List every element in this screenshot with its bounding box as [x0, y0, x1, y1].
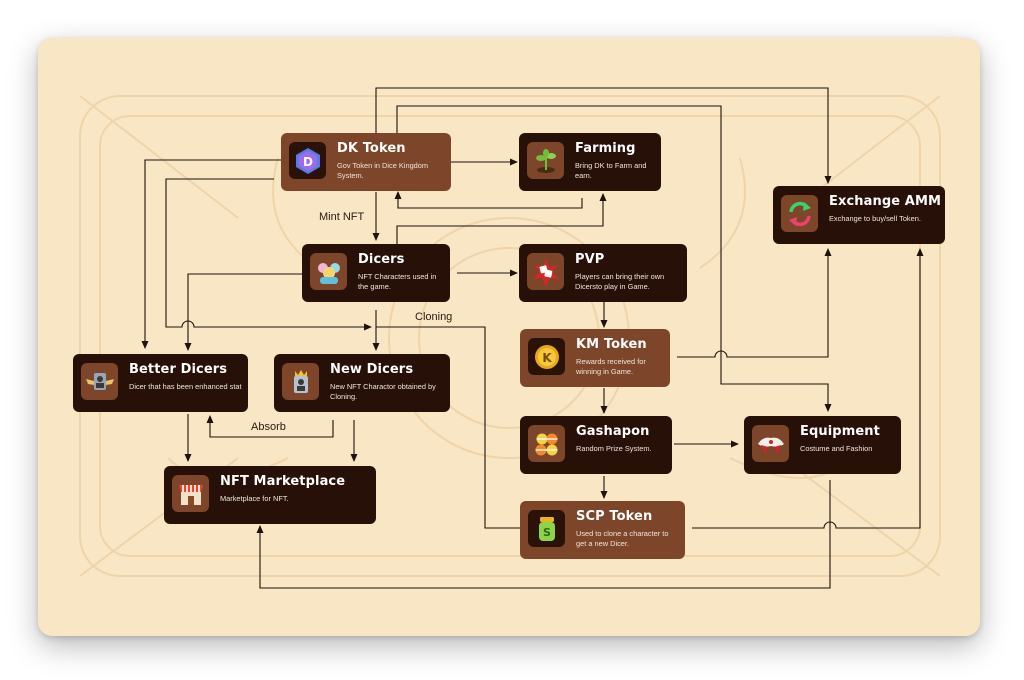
edge-km-exchange [677, 248, 832, 358]
dicers-desc: NFT Characters used in the game. [358, 272, 437, 291]
edge-equipment-marketplace [256, 480, 831, 589]
scp-token-title: SCP Token [576, 509, 653, 524]
gashapon-desc: Random Prize System. [576, 444, 652, 453]
scp-jar-icon: S [528, 510, 565, 547]
storefront-icon [172, 475, 209, 512]
better-dicers-desc: Dicer that has been enhanced stat [129, 382, 242, 391]
equipment-desc: Costume and Fashion [800, 444, 873, 453]
connector-lines [141, 87, 924, 589]
km-token-desc: Rewards received for winning in Game. [576, 357, 646, 376]
dk-token-title: DK Token [337, 141, 406, 156]
pvp-desc: Players can bring their own Dicersto pla… [575, 272, 665, 291]
svg-text:K: K [542, 351, 552, 365]
svg-text:S: S [543, 526, 551, 539]
cloning-label: Cloning [415, 311, 453, 323]
edge-dk-better [141, 159, 281, 349]
better-dicers-title: Better Dicers [129, 362, 228, 377]
dk-token-coin-icon: D [289, 142, 326, 179]
edge-dicers-better [184, 273, 303, 351]
edge-scp-new [376, 326, 520, 529]
pvp-title: PVP [575, 252, 605, 267]
node-pvp[interactable]: PVP Players can bring their own Dicersto … [519, 244, 687, 302]
new-dicers-desc: New NFT Charactor obtained by Cloning. [330, 382, 436, 401]
exchange-amm-desc: Exchange to buy/sell Token. [829, 214, 921, 223]
km-coin-icon: K [528, 338, 565, 375]
versus-dice-icon [527, 253, 564, 290]
km-token-title: KM Token [576, 337, 647, 352]
dk-token-desc: Gov Token in Dice Kingdom System. [337, 161, 429, 180]
edge-dk-equipment [396, 105, 832, 412]
edge-absorb [206, 415, 334, 438]
exchange-arrows-icon [781, 195, 818, 232]
edge-farming-dk [394, 191, 583, 209]
sprout-icon [527, 142, 564, 179]
crowned-portrait-icon [282, 363, 319, 400]
farming-desc: Bring DK to Farm and earn. [575, 161, 647, 180]
exchange-amm-title: Exchange AMM [829, 194, 942, 209]
svg-text:D: D [303, 155, 313, 169]
gashapon-title: Gashapon [576, 424, 650, 439]
edge-dicers-farming [396, 193, 607, 244]
scp-token-desc: Used to clone a character to get a new D… [576, 529, 669, 548]
farming-title: Farming [575, 141, 636, 156]
new-dicers-title: New Dicers [330, 362, 414, 377]
mint-nft-label: Mint NFT [319, 211, 365, 223]
edge-dk-new [165, 178, 372, 331]
dicers-title: Dicers [358, 252, 405, 267]
absorb-label: Absorb [251, 421, 286, 433]
nft-marketplace-desc: Marketplace for NFT. [220, 494, 289, 503]
characters-group-icon [310, 253, 347, 290]
capsules-icon [528, 425, 565, 462]
nft-marketplace-title: NFT Marketplace [220, 474, 346, 489]
edge-scp-exchange [692, 248, 924, 529]
winged-badge-icon [81, 363, 118, 400]
costume-icon [752, 425, 789, 462]
node-exchange-amm[interactable]: Exchange AMM Exchange to buy/sell Token. [773, 186, 945, 244]
edge-dk-exchange [375, 87, 832, 184]
equipment-title: Equipment [800, 424, 880, 439]
